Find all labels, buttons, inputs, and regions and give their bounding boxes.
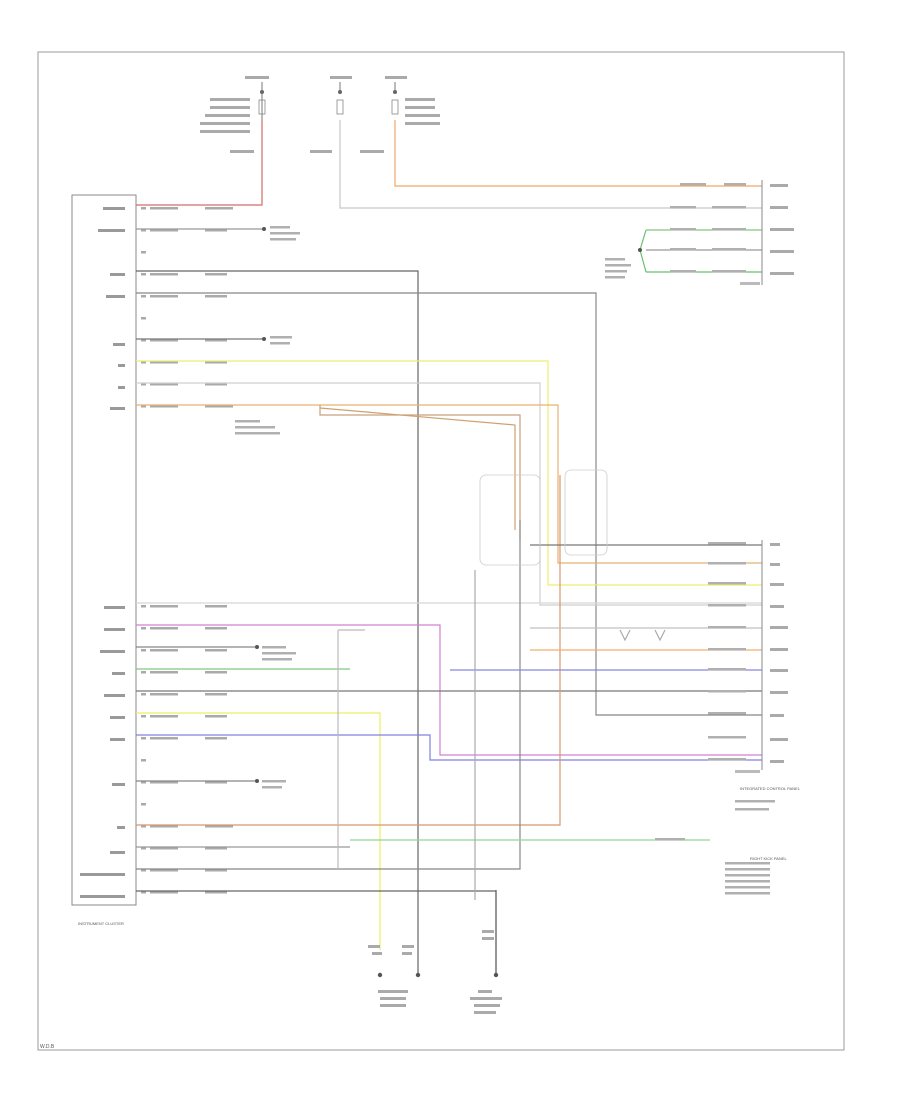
bottom-ground-left [368, 945, 421, 1007]
left-pin-numbers [141, 207, 233, 894]
instrument-cluster-label: INSTRUMENT CLUSTER [78, 921, 124, 926]
footer-code: W.D.B [40, 1044, 55, 1050]
bottom-ground-right [470, 930, 502, 1014]
diagram-border [37, 51, 845, 1051]
top-fuse-group-middle [310, 76, 440, 153]
integrated-control-label: INTEGRATED CONTROL PANEL [740, 786, 801, 791]
right-kick-panel-label: RIGHT KICK PANEL [750, 856, 788, 861]
left-module-outline [71, 194, 137, 906]
right-wire-labels [655, 183, 746, 841]
right-connector-upper [740, 180, 794, 285]
top-fuse-group-left [200, 76, 269, 153]
left-module-pin-labels [80, 207, 125, 898]
component-labels [235, 226, 775, 895]
wires [136, 120, 762, 975]
right-connector-lower [735, 540, 788, 773]
